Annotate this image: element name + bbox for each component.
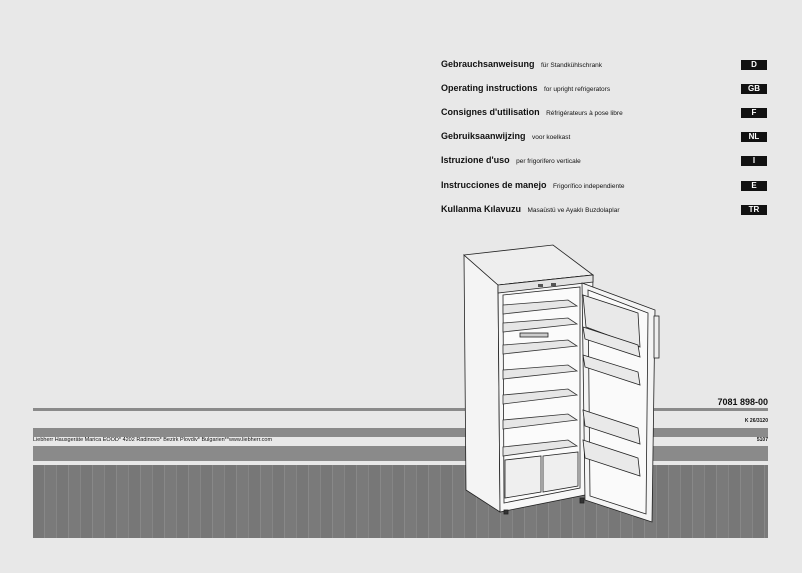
language-row-i: Istruzione d'uso per frigorifero vertica… [441,153,581,165]
language-row-nl: Gebruiksaanwijzing voor koelkast [441,129,570,141]
language-badge-i: I [741,156,767,166]
language-subtitle: Frigorífico independiente [552,183,625,190]
language-title: Instrucciones de manejo [441,180,547,190]
language-subtitle: voor koelkast [531,134,571,141]
language-row-tr: Kullanma Kılavuzu Masaüstü ve Ayaklı Buz… [441,202,619,214]
language-badge-f: F [741,108,767,118]
model-number: K 26/3120 [744,418,768,424]
language-subtitle: per frigorifero verticale [516,158,581,165]
language-title: Operating instructions [441,83,538,93]
language-subtitle: Masaüstü ve Ayaklı Buzdolaplar [527,207,620,214]
language-title: Gebrauchsanweisung [441,59,535,69]
edition-number: 5107 [756,437,768,443]
language-badge-gb: GB [741,84,767,94]
language-badge-nl: NL [741,132,767,142]
language-subtitle: for upright refrigerators [543,86,611,93]
manufacturer-address: Liebherr Hausgeräte Marica EOOD* 4202 Ra… [33,437,273,443]
language-row-d: Gebrauchsanweisung für Standkühlschrank [441,57,602,69]
language-row-gb: Operating instructions for upright refri… [441,81,610,93]
language-title: Kullanma Kılavuzu [441,204,522,214]
language-row-e: Instrucciones de manejo Frigorífico inde… [441,178,625,190]
language-badge-e: E [741,181,767,191]
language-row-f: Consignes d'utilisation Réfrigérateurs à… [441,105,623,117]
divider-band [33,428,768,437]
divider-band [33,408,768,411]
language-subtitle: Réfrigérateurs à pose libre [546,110,623,117]
language-title: Consignes d'utilisation [441,107,540,117]
document-number: 7081 898-00 [717,397,768,407]
language-badge-d: D [741,60,767,70]
language-subtitle: für Standkühlschrank [540,62,603,69]
language-title: Gebruiksaanwijzing [441,131,526,141]
language-title: Istruzione d'uso [441,155,510,165]
language-badge-tr: TR [741,205,767,215]
